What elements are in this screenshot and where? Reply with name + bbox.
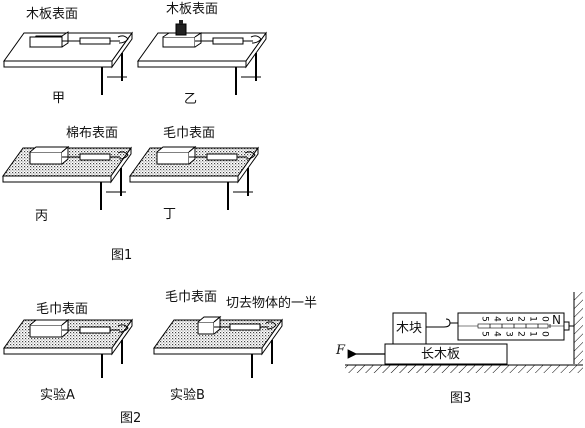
fig1-yi-surface-label: 木板表面: [166, 2, 219, 17]
spring-scale-exp-a: [62, 324, 129, 334]
scale-tick-top-5: 5: [480, 316, 490, 322]
scale-tick-bottom-4: 4: [492, 331, 502, 337]
fig3-caption: 图3: [450, 391, 472, 406]
fig2-exp-b-note: 切去物体的一半: [226, 296, 318, 311]
wall: [574, 292, 583, 364]
weight-yi: [175, 20, 187, 36]
fig1-caption: 图1: [111, 248, 133, 263]
table-yi: [137, 31, 267, 95]
fig1-bing-name: 丙: [35, 209, 49, 224]
fig2-caption: 图2: [120, 411, 142, 426]
fig1-yi-name: 乙: [184, 92, 198, 107]
fig3-apparatus: [345, 292, 583, 373]
fig1-bing-surface-label: 棉布表面: [66, 126, 119, 141]
scale-tick-bottom-0: 0: [540, 331, 550, 337]
block-exp-a: [29, 318, 70, 338]
fig2-exp-b-name: 实验B: [170, 388, 205, 403]
fig2-exp-a-name: 实验A: [40, 388, 75, 403]
fig2-exp-b-surface-label: 毛巾表面: [165, 290, 218, 305]
scale-tick-top-3: 3: [504, 316, 514, 322]
spring-scale-yi: [195, 35, 262, 45]
block-jia: [29, 31, 69, 48]
spring-scale-jia: [62, 35, 129, 45]
block-bing: [29, 145, 70, 165]
scale-tick-top-0: 0: [540, 316, 550, 322]
fig1-jia-surface-label: 木板表面: [26, 7, 79, 22]
spring-scale-ding: [189, 151, 256, 161]
ground: [345, 365, 583, 373]
scale-tick-bottom-2: 2: [516, 331, 526, 337]
scale-tick-top-4: 4: [492, 316, 502, 322]
fig1-ding-surface-label: 毛巾表面: [163, 126, 216, 141]
scale-tick-bottom-3: 3: [504, 331, 514, 337]
scale-tick-top-1: 1: [528, 316, 538, 322]
block-ding: [156, 145, 197, 165]
scale-tick-top-2: 2: [516, 316, 526, 322]
fig3-force-label: F: [336, 343, 346, 358]
scale-tick-bottom-5: 5: [480, 331, 490, 337]
wooden-block: [392, 312, 427, 345]
fig3-board-label: 长木板: [421, 347, 461, 362]
spring-scale-bing: [62, 151, 129, 161]
fig3-block-label: 木块: [396, 321, 423, 336]
fig1-ding-name: 丁: [163, 207, 177, 222]
fig2-exp-a-surface-label: 毛巾表面: [36, 302, 89, 317]
scale-tick-bottom-1: 1: [528, 331, 538, 337]
fig3-scale-unit: N: [552, 313, 561, 327]
half-block-exp-b: [197, 315, 222, 335]
fig1-jia-name: 甲: [52, 91, 66, 106]
spring-scale-exp-b: [214, 321, 277, 331]
